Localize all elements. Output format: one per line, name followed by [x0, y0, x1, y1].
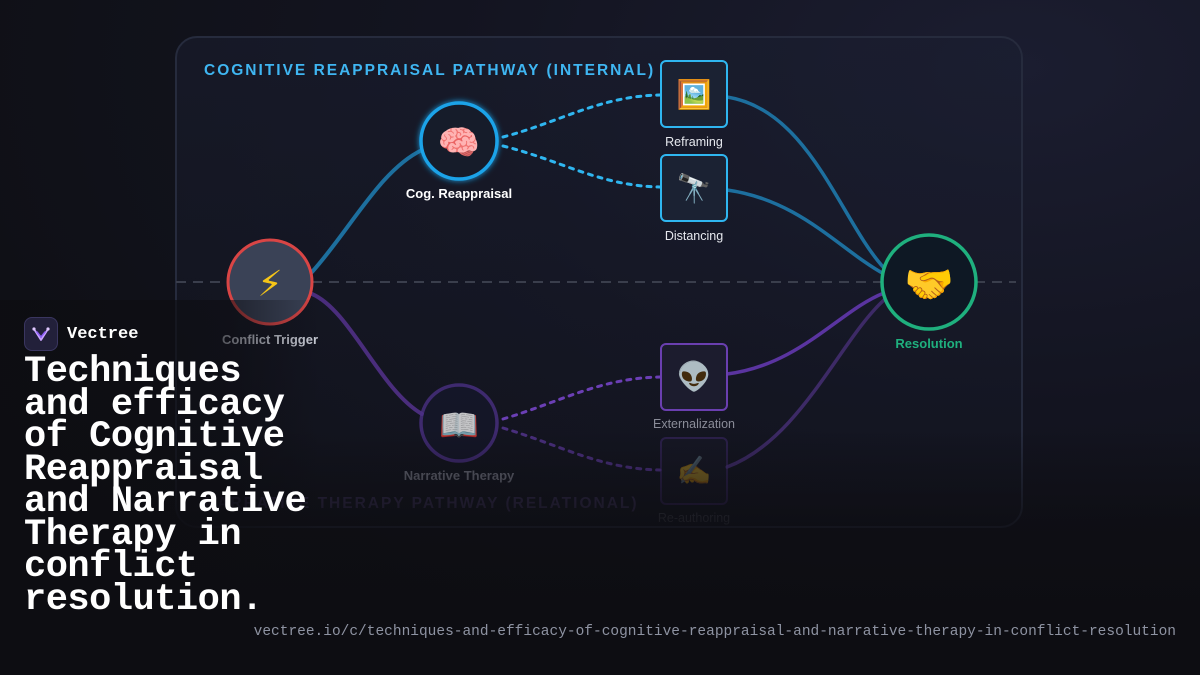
page-title: Techniques and efficacy of Cognitive Rea… [24, 351, 307, 621]
narrative-therapy-label: Narrative Therapy [404, 468, 515, 483]
top-pathway-title: COGNITIVE REAPPRAISAL PATHWAY (INTERNAL) [204, 62, 655, 79]
node-cog-reappraisal: 🧠 Cog. Reappraisal [406, 101, 512, 201]
handshake-icon: 🤝 [904, 263, 954, 307]
edge-reappraisal-to-reframing [501, 93, 662, 139]
writing-hand-icon: ✍️ [677, 455, 712, 486]
resolution-circle [880, 233, 978, 331]
cog-reappraisal-label: Cog. Reappraisal [406, 186, 512, 201]
distancing-label: Distancing [665, 229, 723, 243]
vectree-logo-icon [24, 317, 58, 351]
conflict-trigger-label: Conflict Trigger [222, 332, 318, 347]
page-url[interactable]: vectree.io/c/techniques-and-efficacy-of-… [253, 624, 1176, 640]
externalization-box [660, 343, 728, 411]
node-externalization: 👽 Externalization [653, 343, 735, 431]
edge-distancing-to-resolution [725, 188, 886, 276]
brand-name: Vectree [67, 324, 139, 344]
open-book-icon: 📖 [439, 407, 479, 443]
node-distancing: 🔭 Distancing [660, 154, 728, 243]
edge-narrative-to-reauthoring [501, 426, 662, 472]
lightning-icon: ⚡ [257, 263, 282, 304]
node-conflict-trigger: ⚡ Conflict Trigger [222, 238, 318, 347]
edge-reauthoring-to-resolution [725, 298, 886, 469]
resolution-label: Resolution [895, 336, 962, 351]
node-reframing: 🖼️ Reframing [660, 60, 728, 149]
edge-reframing-to-resolution [725, 95, 886, 270]
re-authoring-label: Re-authoring [658, 511, 730, 525]
edge-narrative-to-externalization [501, 375, 662, 421]
edge-reappraisal-to-distancing [501, 144, 662, 189]
edge-externalization-to-resolution [725, 291, 886, 376]
node-resolution: 🤝 Resolution [880, 233, 978, 351]
brain-icon: 🧠 [438, 124, 480, 162]
edge-trigger-to-reappraisal [310, 148, 424, 274]
framed-picture-icon: 🖼️ [677, 78, 712, 111]
distancing-box [660, 154, 728, 222]
node-narrative-therapy: 📖 Narrative Therapy [404, 383, 515, 483]
telescope-icon: 🔭 [677, 172, 712, 205]
alien-icon: 👽 [677, 359, 712, 393]
reframing-box [660, 60, 728, 128]
node-re-authoring: ✍️ Re-authoring [658, 437, 730, 525]
reframing-label: Reframing [665, 135, 723, 149]
edge-trigger-to-narrative [310, 292, 424, 416]
externalization-label: Externalization [653, 417, 735, 431]
cog-reappraisal-circle [419, 101, 499, 181]
brand: Vectree [24, 317, 138, 351]
